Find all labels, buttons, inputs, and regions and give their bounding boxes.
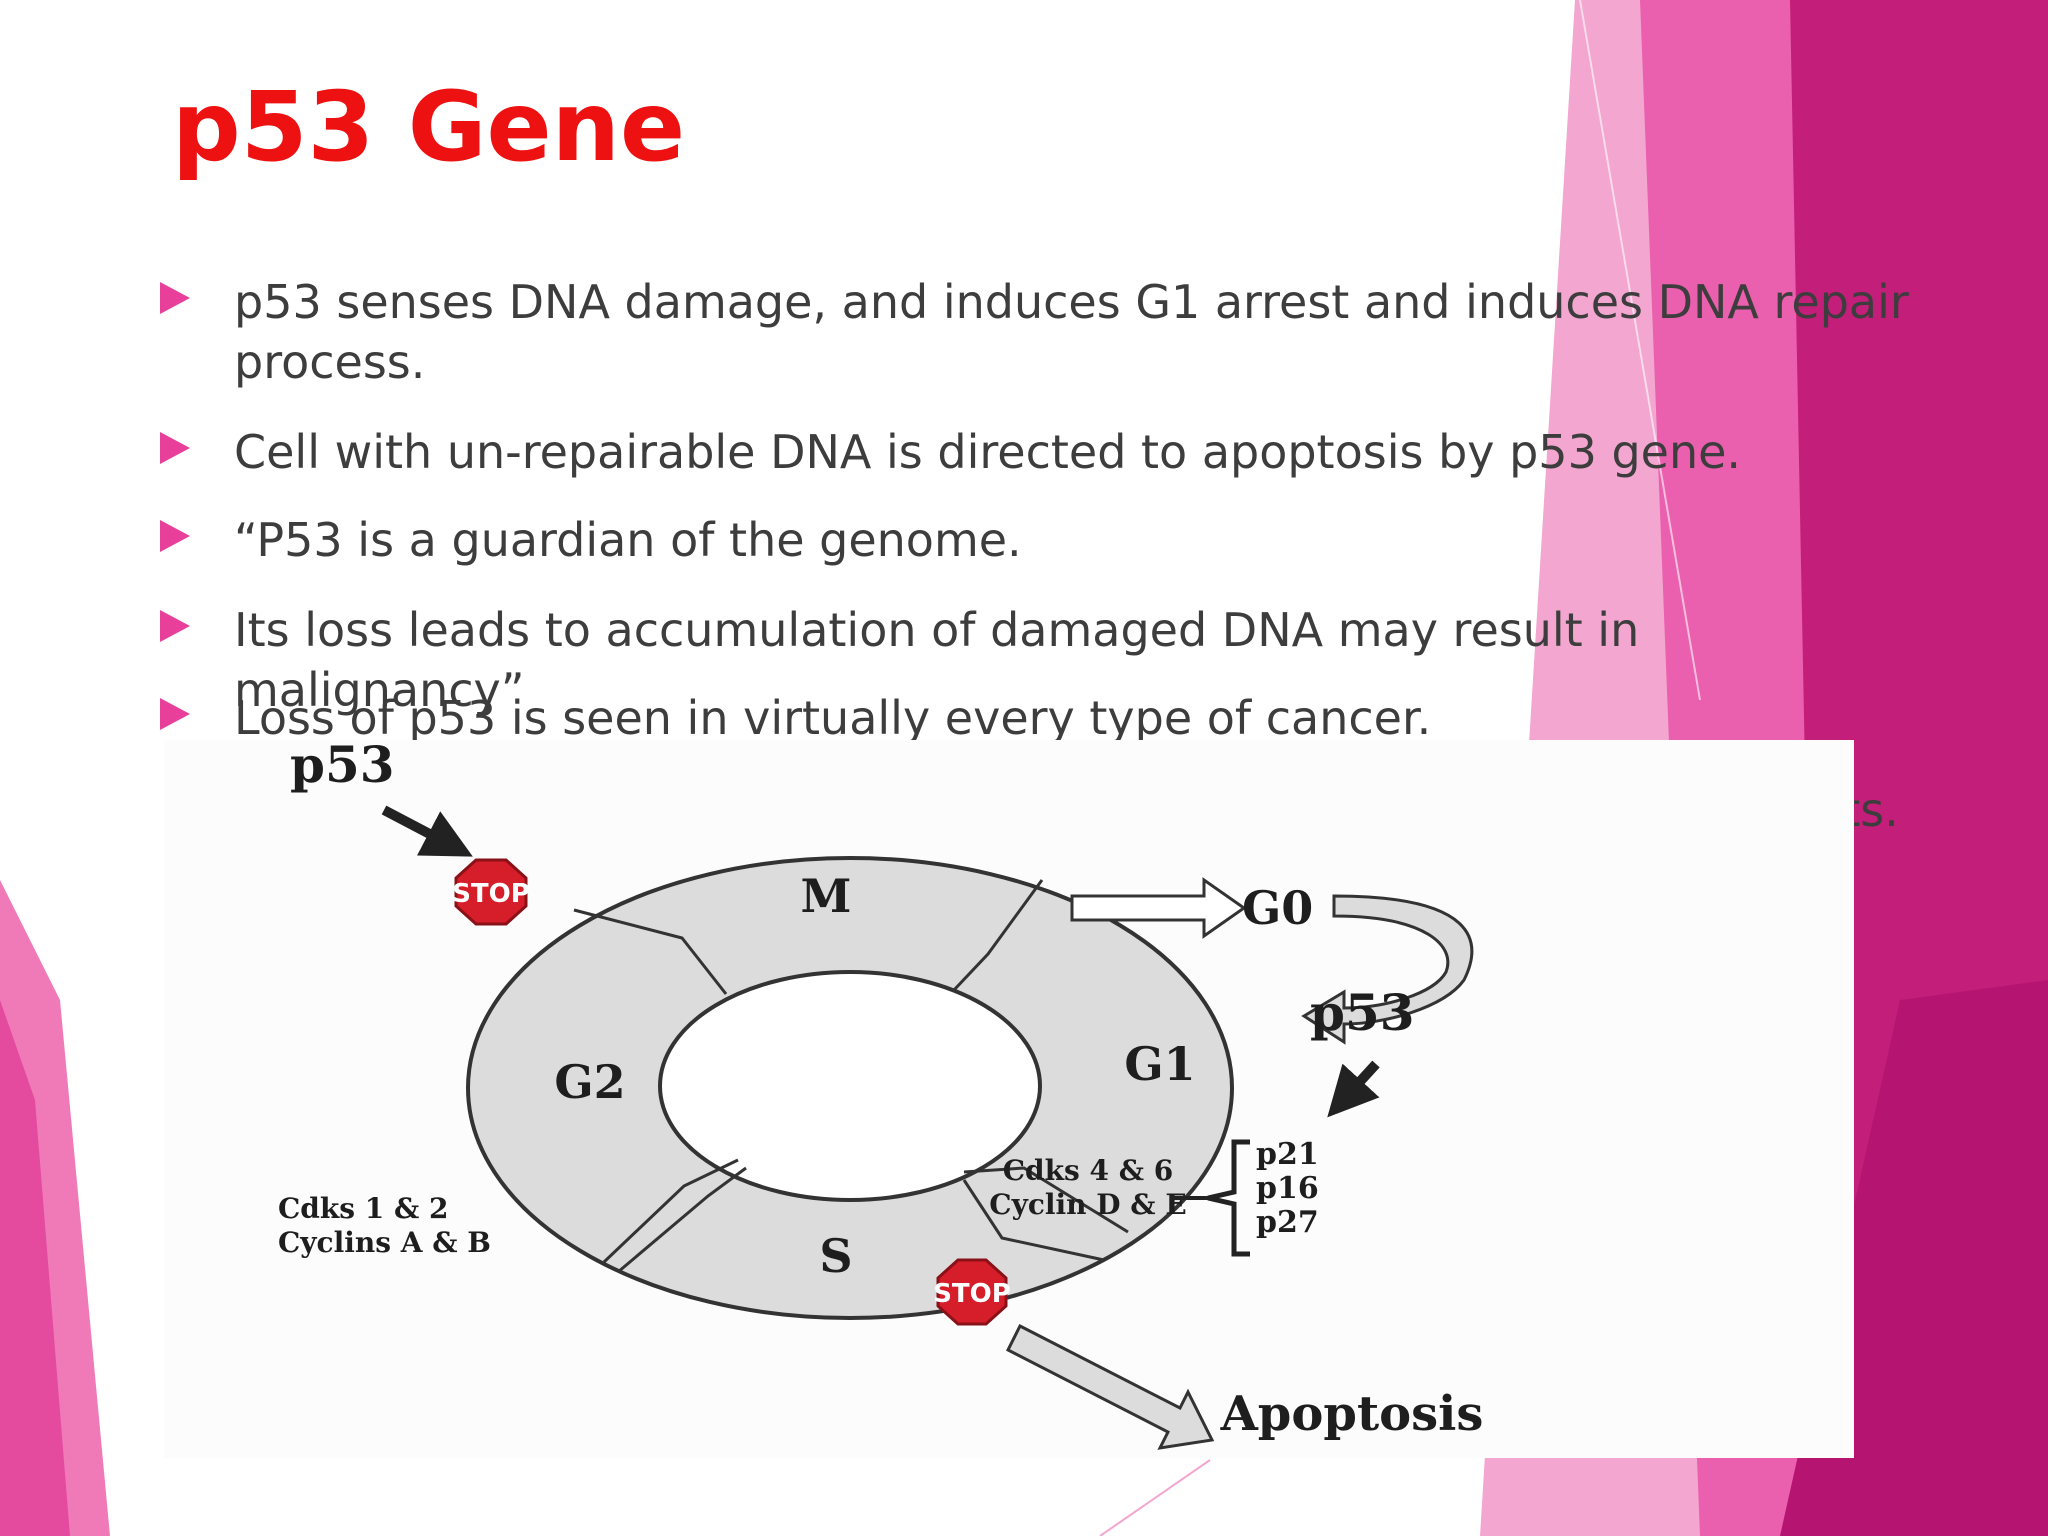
cdks-left-line2: Cyclins A & B (278, 1226, 491, 1259)
bullet-list: p53 senses DNA damage, and induces G1 ar… (160, 272, 1960, 742)
phase-g0-label: G0 (1242, 881, 1313, 935)
bullet-arrow-icon (160, 610, 190, 642)
bullet-arrow-icon (160, 282, 190, 314)
cdks-right-line1: Cdks 4 & 6 (1003, 1154, 1174, 1187)
apoptosis-label: Apoptosis (1220, 1386, 1484, 1442)
cdks-left-line1: Cdks 1 & 2 (278, 1192, 449, 1225)
bullet-text: Its loss leads to accumulation of damage… (234, 603, 1640, 717)
svg-text:STOP: STOP (452, 879, 530, 909)
phase-s-label: S (819, 1229, 852, 1283)
g0-arrow (1070, 877, 1247, 939)
phase-g2-label: G2 (554, 1055, 625, 1109)
inhibitor-p16: p16 (1256, 1171, 1319, 1206)
bullet-arrow-icon (160, 432, 190, 464)
stop-sign-icon: STOP (933, 1258, 1011, 1326)
bullet-arrow-icon (160, 698, 190, 730)
bullet-text: Loss of p53 is seen in virtually every t… (234, 691, 1432, 742)
cell-cycle-diagram: M G1 G2 S G0 p53 STOP STOP Apoptosis p53… (164, 740, 1854, 1458)
p53-right-arrow (1327, 1060, 1380, 1118)
slide-title: p53 Gene (172, 71, 686, 183)
g0-return-arrow (1301, 894, 1474, 1045)
bullet-arrow-icon (160, 520, 190, 552)
p53-top-label: p53 (290, 740, 395, 794)
inhibitor-p21: p21 (1256, 1137, 1319, 1172)
p53-right-label: p53 (1310, 983, 1415, 1042)
apoptosis-arrow (1005, 1323, 1215, 1450)
stop-sign-icon: STOP (452, 858, 530, 926)
cdks-right-line2: Cyclin D & E (989, 1188, 1186, 1221)
p53-top-arrow (381, 805, 473, 857)
bullet-text: “P53 is a guardian of the genome. (234, 513, 1022, 567)
phase-m-label: M (801, 869, 852, 923)
phase-g1-label: G1 (1124, 1037, 1195, 1091)
inhibitor-p27: p27 (1256, 1205, 1319, 1240)
svg-text:STOP: STOP (933, 1279, 1011, 1309)
bullet-text: Cell with un-repairable DNA is directed … (234, 425, 1742, 479)
cell-cycle-ring (466, 856, 1234, 1320)
bullet-text: p53 senses DNA damage, and induces G1 ar… (234, 275, 1909, 389)
